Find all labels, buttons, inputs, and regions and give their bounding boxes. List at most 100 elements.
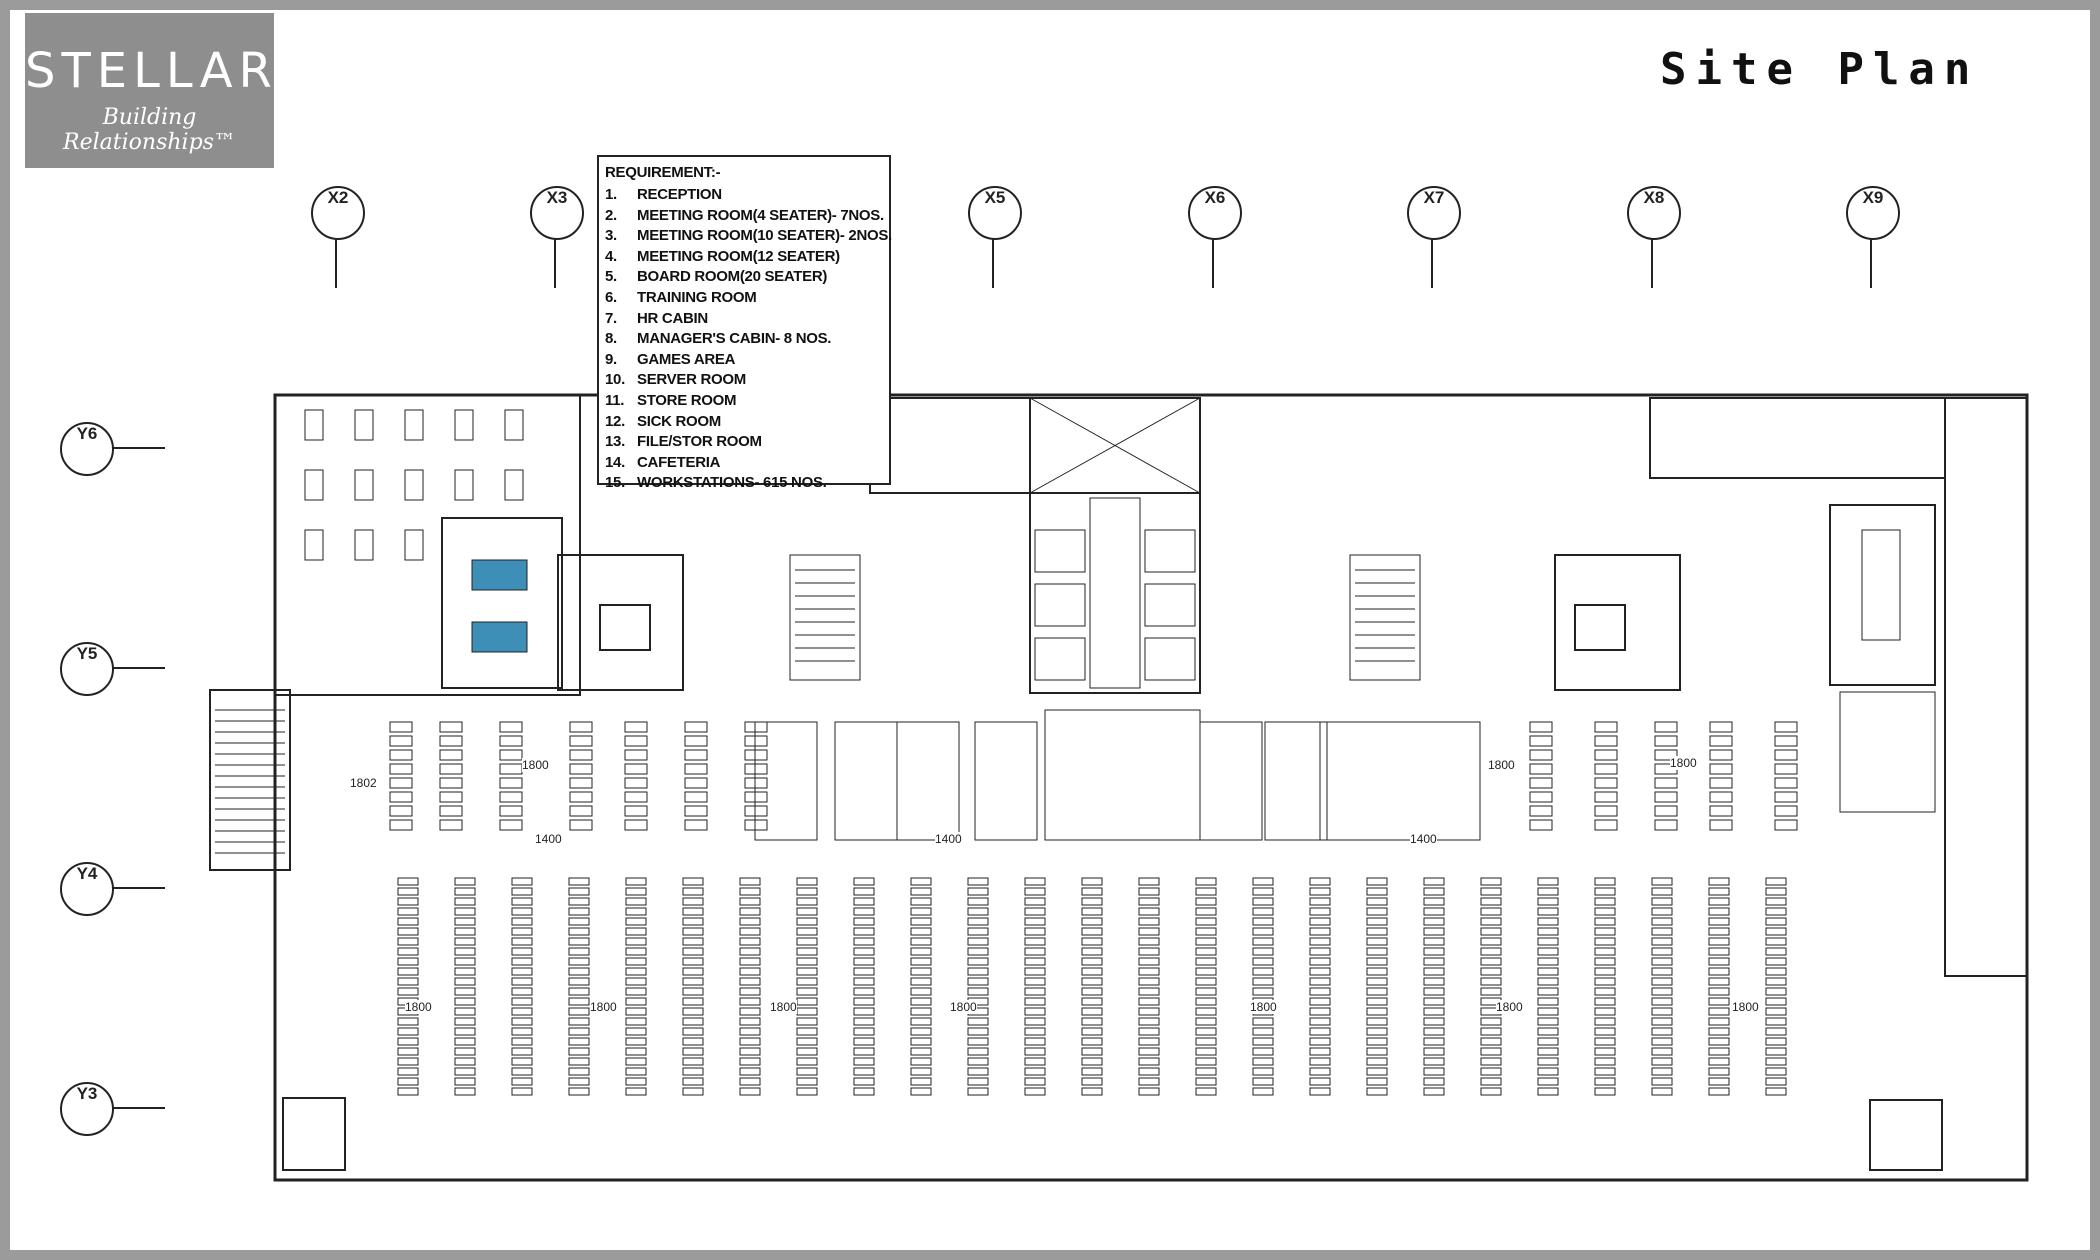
- workstation: [397, 1037, 419, 1046]
- workstation: [1537, 1067, 1559, 1076]
- workstation: [910, 907, 932, 916]
- workstation: [682, 887, 704, 896]
- workstation: [1024, 997, 1046, 1006]
- workstation: [1651, 977, 1673, 986]
- workstation: [1081, 1027, 1103, 1036]
- workstation: [1765, 927, 1787, 936]
- dimension-label: 1800: [1732, 1000, 1759, 1014]
- workstation: [625, 877, 647, 886]
- workstation: [439, 763, 463, 775]
- workstation: [499, 777, 523, 789]
- workstation: [967, 977, 989, 986]
- grid-bubble-y5: Y5: [60, 642, 114, 696]
- workstation: [796, 887, 818, 896]
- workstation: [625, 987, 647, 996]
- workstation: [796, 1017, 818, 1026]
- workstation: [682, 927, 704, 936]
- workstation: [1366, 967, 1388, 976]
- workstation: [739, 907, 761, 916]
- workstation: [1594, 927, 1616, 936]
- workstation: [625, 1057, 647, 1066]
- building-outline: [273, 393, 2029, 1182]
- workstation: [739, 897, 761, 906]
- workstation: [1480, 1047, 1502, 1056]
- workstation: [625, 1017, 647, 1026]
- workstation: [511, 1017, 533, 1026]
- legend-text: HR CABIN: [637, 309, 708, 327]
- workstation: [1366, 937, 1388, 946]
- workstation: [853, 887, 875, 896]
- workstation: [625, 1087, 647, 1096]
- workstation: [454, 877, 476, 886]
- workstation: [1709, 749, 1733, 761]
- workstation: [439, 721, 463, 733]
- workstation: [439, 791, 463, 803]
- workstation: [1024, 917, 1046, 926]
- workstation: [1651, 1037, 1673, 1046]
- dimension-label: 1400: [535, 832, 562, 846]
- workstation: [1480, 957, 1502, 966]
- workstation: [1765, 1017, 1787, 1026]
- workstation: [568, 1067, 590, 1076]
- workstation: [624, 721, 648, 733]
- workstation: [568, 967, 590, 976]
- workstation: [1594, 1027, 1616, 1036]
- logo-wordmark: STELLAR: [25, 43, 278, 99]
- workstation: [1651, 927, 1673, 936]
- workstation: [1537, 917, 1559, 926]
- workstation: [568, 997, 590, 1006]
- workstation: [1537, 907, 1559, 916]
- workstation: [1709, 721, 1733, 733]
- workstation: [853, 1027, 875, 1036]
- workstation: [1537, 1037, 1559, 1046]
- workstation: [1480, 987, 1502, 996]
- workstation: [625, 937, 647, 946]
- workstation: [796, 877, 818, 886]
- workstation: [625, 887, 647, 896]
- workstation: [682, 1057, 704, 1066]
- cafeteria-table: [354, 529, 374, 561]
- workstation: [1480, 1037, 1502, 1046]
- workstation: [1081, 927, 1103, 936]
- workstation: [499, 763, 523, 775]
- workstation: [1423, 977, 1445, 986]
- workstation: [1594, 987, 1616, 996]
- workstation: [684, 777, 708, 789]
- workstation: [796, 1087, 818, 1096]
- workstation: [1654, 777, 1678, 789]
- workstation: [568, 937, 590, 946]
- workstation: [1024, 1077, 1046, 1086]
- workstation: [1537, 937, 1559, 946]
- workstation: [1765, 997, 1787, 1006]
- workstation: [1081, 947, 1103, 956]
- workstation: [1480, 1087, 1502, 1096]
- workstation: [1309, 1057, 1331, 1066]
- workstation: [796, 987, 818, 996]
- workstation: [1081, 977, 1103, 986]
- meeting-room: [1264, 721, 1328, 841]
- workstation: [568, 887, 590, 896]
- workstation: [1138, 997, 1160, 1006]
- workstation: [1594, 805, 1618, 817]
- workstation: [1195, 987, 1217, 996]
- workstation: [1537, 997, 1559, 1006]
- workstation: [568, 1017, 590, 1026]
- workstation: [684, 819, 708, 831]
- workstation: [1537, 947, 1559, 956]
- workstation: [397, 877, 419, 886]
- workstation: [1594, 1047, 1616, 1056]
- workstation: [1594, 735, 1618, 747]
- legend-text: GAMES AREA: [637, 350, 736, 368]
- workstation: [389, 735, 413, 747]
- workstation: [739, 957, 761, 966]
- workstation: [1423, 937, 1445, 946]
- workstation: [569, 721, 593, 733]
- workstation: [1594, 1007, 1616, 1016]
- workstation: [1366, 957, 1388, 966]
- workstation: [511, 927, 533, 936]
- workstation: [744, 791, 768, 803]
- workstation: [1024, 937, 1046, 946]
- workstation: [624, 749, 648, 761]
- workstation: [910, 957, 932, 966]
- workstation: [910, 1087, 932, 1096]
